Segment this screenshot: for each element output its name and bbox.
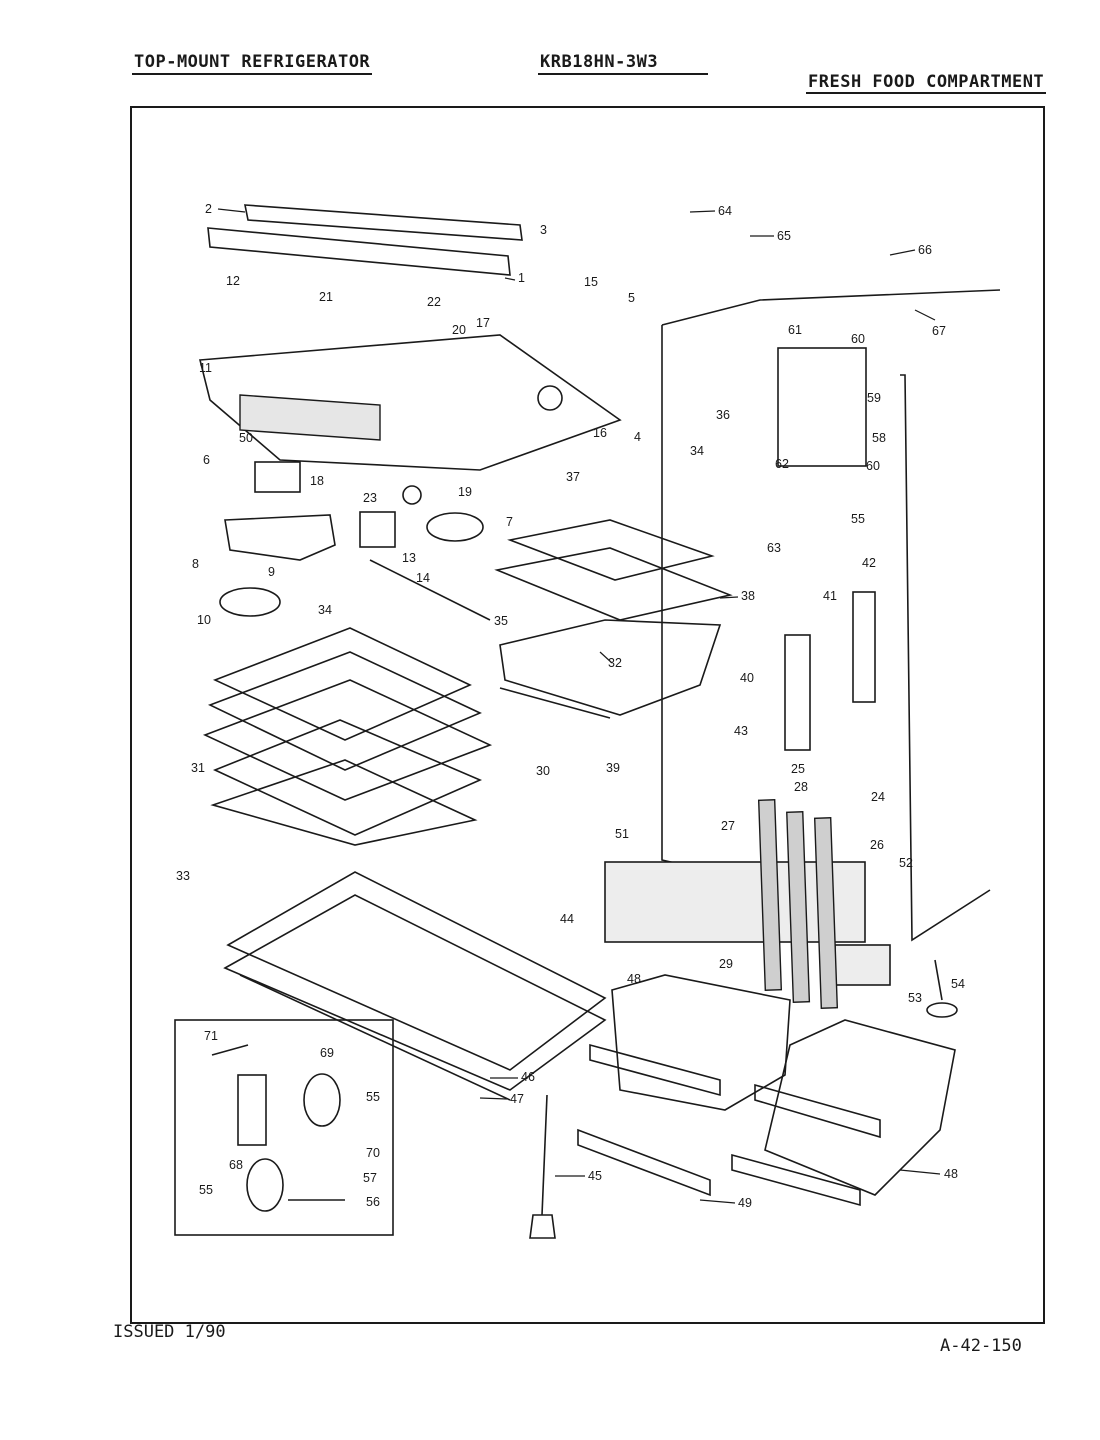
callout-33: 33 <box>176 869 190 883</box>
callout-24: 24 <box>871 790 885 804</box>
callout-67: 67 <box>932 324 946 338</box>
callout-29: 29 <box>719 957 733 971</box>
leader-lines <box>217 208 941 1204</box>
callout-60: 60 <box>851 332 865 346</box>
callout-48: 48 <box>627 972 641 986</box>
callout-57: 57 <box>363 1171 377 1185</box>
callout-45: 45 <box>588 1169 602 1183</box>
callout-69: 69 <box>320 1046 334 1060</box>
callout-18: 18 <box>310 474 324 488</box>
callout-20: 20 <box>452 323 466 337</box>
callout-71: 71 <box>204 1029 218 1043</box>
callout-56: 56 <box>366 1195 380 1209</box>
callout-25: 25 <box>791 762 805 776</box>
callout-63: 63 <box>767 541 781 555</box>
callout-35: 35 <box>494 614 508 628</box>
callout-10: 10 <box>197 613 211 627</box>
callout-55: 55 <box>851 512 865 526</box>
callout-49: 49 <box>738 1196 752 1210</box>
callout-65: 65 <box>777 229 791 243</box>
callout-34b: 34 <box>318 603 332 617</box>
callout-68: 68 <box>229 1158 243 1172</box>
leveling-leg-drawing <box>529 959 958 1239</box>
header-underline-section <box>806 92 1046 94</box>
callout-11: 11 <box>199 361 212 375</box>
header-underline-model <box>538 73 708 75</box>
callout-31: 31 <box>191 761 205 775</box>
callout-30: 30 <box>536 764 550 778</box>
callout-5: 5 <box>628 291 635 305</box>
callout-15: 15 <box>584 275 598 289</box>
callout-23: 23 <box>363 491 377 505</box>
meat-drawer-drawing <box>494 519 733 719</box>
light-housing-drawing <box>198 204 622 471</box>
callout-27: 27 <box>721 819 735 833</box>
header-underline-product <box>132 73 372 75</box>
callout-54: 54 <box>951 977 965 991</box>
callout-4: 4 <box>634 430 641 444</box>
callout-47: 47 <box>510 1092 524 1106</box>
crisper-drawers-drawing <box>577 974 956 1207</box>
callout-55c: 55 <box>199 1183 213 1197</box>
callout-2: 2 <box>205 202 212 216</box>
control-parts-drawing <box>219 461 484 617</box>
callout-43: 43 <box>734 724 748 738</box>
header-model: KRB18HN-3W3 <box>540 52 659 72</box>
callout-9: 9 <box>268 565 275 579</box>
callout-55b: 55 <box>366 1090 380 1104</box>
callout-62: 62 <box>775 457 789 471</box>
callout-3: 3 <box>540 223 547 237</box>
callout-6: 6 <box>203 453 210 467</box>
callout-16: 16 <box>593 426 607 440</box>
callout-51: 51 <box>615 827 629 841</box>
header-section: FRESH FOOD COMPARTMENT <box>808 72 1045 92</box>
callout-19: 19 <box>458 485 472 499</box>
callout-64: 64 <box>718 204 732 218</box>
glass-shelves-drawing <box>202 559 493 846</box>
callout-7: 7 <box>506 515 513 529</box>
callout-12: 12 <box>226 274 240 288</box>
callout-26: 26 <box>870 838 884 852</box>
footer-issued: ISSUED 1/90 <box>113 1322 226 1342</box>
callout-59: 59 <box>867 391 881 405</box>
callout-58: 58 <box>872 431 886 445</box>
callout-38: 38 <box>741 589 755 603</box>
footer-code: A-42-150 <box>940 1336 1022 1356</box>
crisper-cover-drawing <box>223 871 607 1101</box>
callout-13: 13 <box>402 551 416 565</box>
callout-44: 44 <box>560 912 574 926</box>
diagram-frame <box>130 106 1045 1324</box>
callout-61: 61 <box>788 323 802 337</box>
callout-42: 42 <box>862 556 876 570</box>
callout-50: 50 <box>239 431 253 445</box>
callout-labels: 1 2 3 4 5 6 7 8 9 10 11 12 13 14 15 16 1… <box>176 202 965 1210</box>
callout-17: 17 <box>476 316 490 330</box>
callout-36: 36 <box>716 408 730 422</box>
callout-70: 70 <box>366 1146 380 1160</box>
callout-22: 22 <box>427 295 441 309</box>
shelf-rails-drawing <box>757 591 876 1009</box>
callout-46: 46 <box>521 1070 535 1084</box>
callout-28: 28 <box>794 780 808 794</box>
callout-37: 37 <box>566 470 580 484</box>
callout-60b: 60 <box>866 459 880 473</box>
callout-66: 66 <box>918 243 932 257</box>
callout-21: 21 <box>319 290 333 304</box>
callout-8: 8 <box>192 557 199 571</box>
callout-34: 34 <box>690 444 704 458</box>
callout-39: 39 <box>606 761 620 775</box>
callout-40: 40 <box>740 671 754 685</box>
callout-1: 1 <box>518 271 525 285</box>
roller-inset-drawing <box>174 1019 394 1236</box>
header-product: TOP-MOUNT REFRIGERATOR <box>134 52 371 72</box>
callout-48b: 48 <box>944 1167 958 1181</box>
callout-14: 14 <box>416 571 430 585</box>
callout-32: 32 <box>608 656 622 670</box>
callout-41: 41 <box>823 589 837 603</box>
callout-53: 53 <box>908 991 922 1005</box>
callout-52: 52 <box>899 856 913 870</box>
